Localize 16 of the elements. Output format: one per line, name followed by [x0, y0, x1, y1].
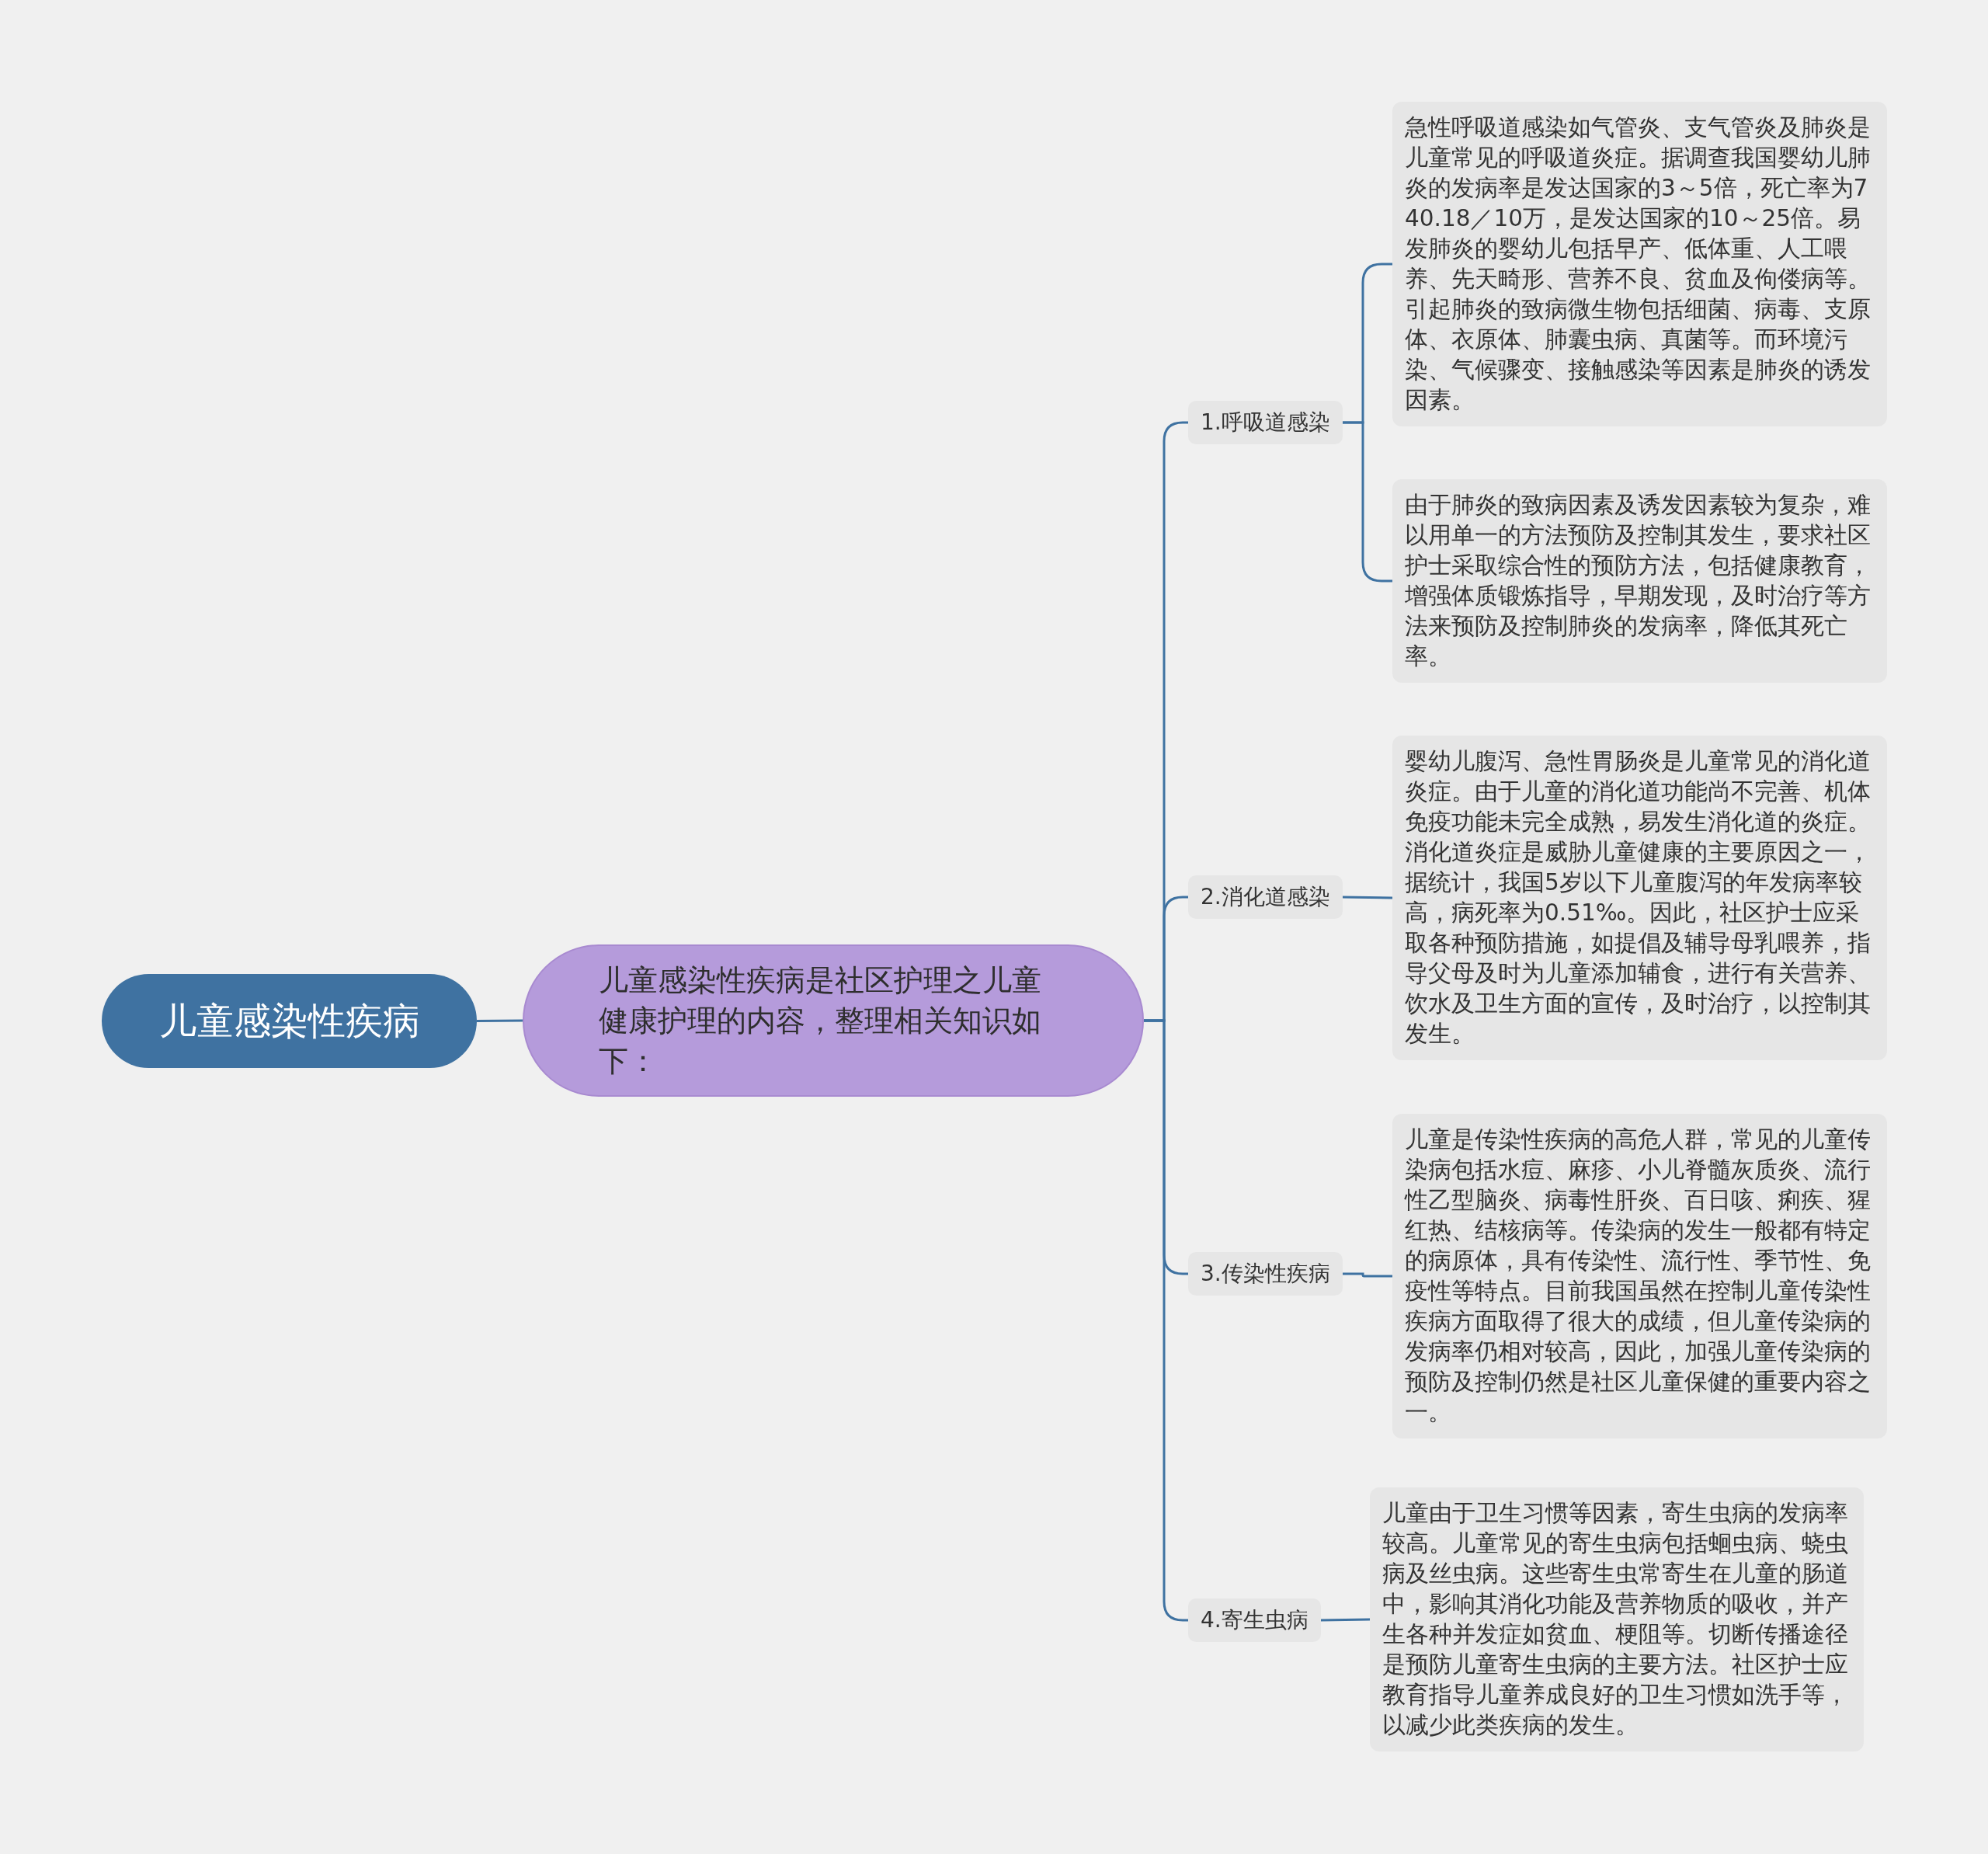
connector-line [1342, 896, 1393, 899]
main-topic: 儿童感染性疾病是社区护理之儿童健康护理的内容，整理相关知识如下： [523, 944, 1144, 1097]
root-topic: 儿童感染性疾病 [102, 974, 477, 1068]
detail-card: 儿童由于卫生习惯等因素，寄生虫病的发病率较高。儿童常见的寄生虫病包括蛔虫病、蛲虫病及丝虫病。这些寄生虫常寄生在儿童的肠道中，影响其消化功能及营养物质的吸收，并产生各种并发症如贫血、梗阻等。切断传播途径是预防儿童寄生虫病的主要方法。社区护士应教育指导儿童养成良好的卫生习惯如洗手等，以减少此类疾病的发生。 [1370, 1487, 1864, 1751]
detail-card: 由于肺炎的致病因素及诱发因素较为复杂，难以用单一的方法预防及控制其发生，要求社区护士采取综合性的预防方法，包括健康教育，增强体质锻炼指导，早期发现，及时治疗等方法来预防及控制肺炎的发病率，降低其死亡率。 [1392, 479, 1887, 683]
connector-line [1343, 1272, 1392, 1278]
subtopic-label: 2.消化道感染 [1188, 875, 1343, 919]
subtopic-label: 4.寄生虫病 [1188, 1598, 1321, 1642]
subtopic-label: 1.呼吸道感染 [1188, 401, 1343, 444]
detail-card: 急性呼吸道感染如气管炎、支气管炎及肺炎是儿童常见的呼吸道炎症。据调查我国婴幼儿肺炎的发病率是发达国家的3～5倍，死亡率为740.18／10万，是发达国家的10～25倍。易发肺炎的婴幼儿包括早产、低体重、人工喂养、先天畸形、营养不良、贫血及佝偻病等。引起肺炎的致病微生物包括细菌、病毒、支原体、衣原体、肺囊虫病、真菌等。而环境污染、气候骤变、接触感染等因素是肺炎的诱发因素。 [1392, 102, 1887, 426]
detail-card: 婴幼儿腹泻、急性胃肠炎是儿童常见的消化道炎症。由于儿童的消化道功能尚不完善、机体免疫功能未完全成熟，易发生消化道的炎症。消化道炎症是威胁儿童健康的主要原因之一，据统计，我国5岁以下儿童腹泻的年发病率较高，病死率为0.51‰。因此，社区护士应采取各种预防措施，如提倡及辅导母乳喂养，指导父母及时为儿童添加辅食，进行有关营养、饮水及卫生方面的宣传，及时治疗，以控制其发生。 [1392, 736, 1887, 1060]
connector-line [477, 1019, 523, 1022]
connector-line [1343, 421, 1392, 583]
subtopic-label: 3.传染性疾病 [1188, 1252, 1343, 1296]
connector-line [1320, 1618, 1371, 1622]
detail-card: 儿童是传染性疾病的高危人群，常见的儿童传染病包括水痘、麻疹、小儿脊髓灰质炎、流行性乙型脑炎、病毒性肝炎、百日咳、痢疾、猩红热、结核病等。传染病的发生一般都有特定的病原体，具有传染性、流行性、季节性、免疫性等特点。目前我国虽然在控制儿童传染性疾病方面取得了很大的成绩，但儿童传染病的发病率仍相对较高，因此，加强儿童传染病的预防及控制仍然是社区儿童保健的重要内容之一。 [1392, 1114, 1887, 1438]
